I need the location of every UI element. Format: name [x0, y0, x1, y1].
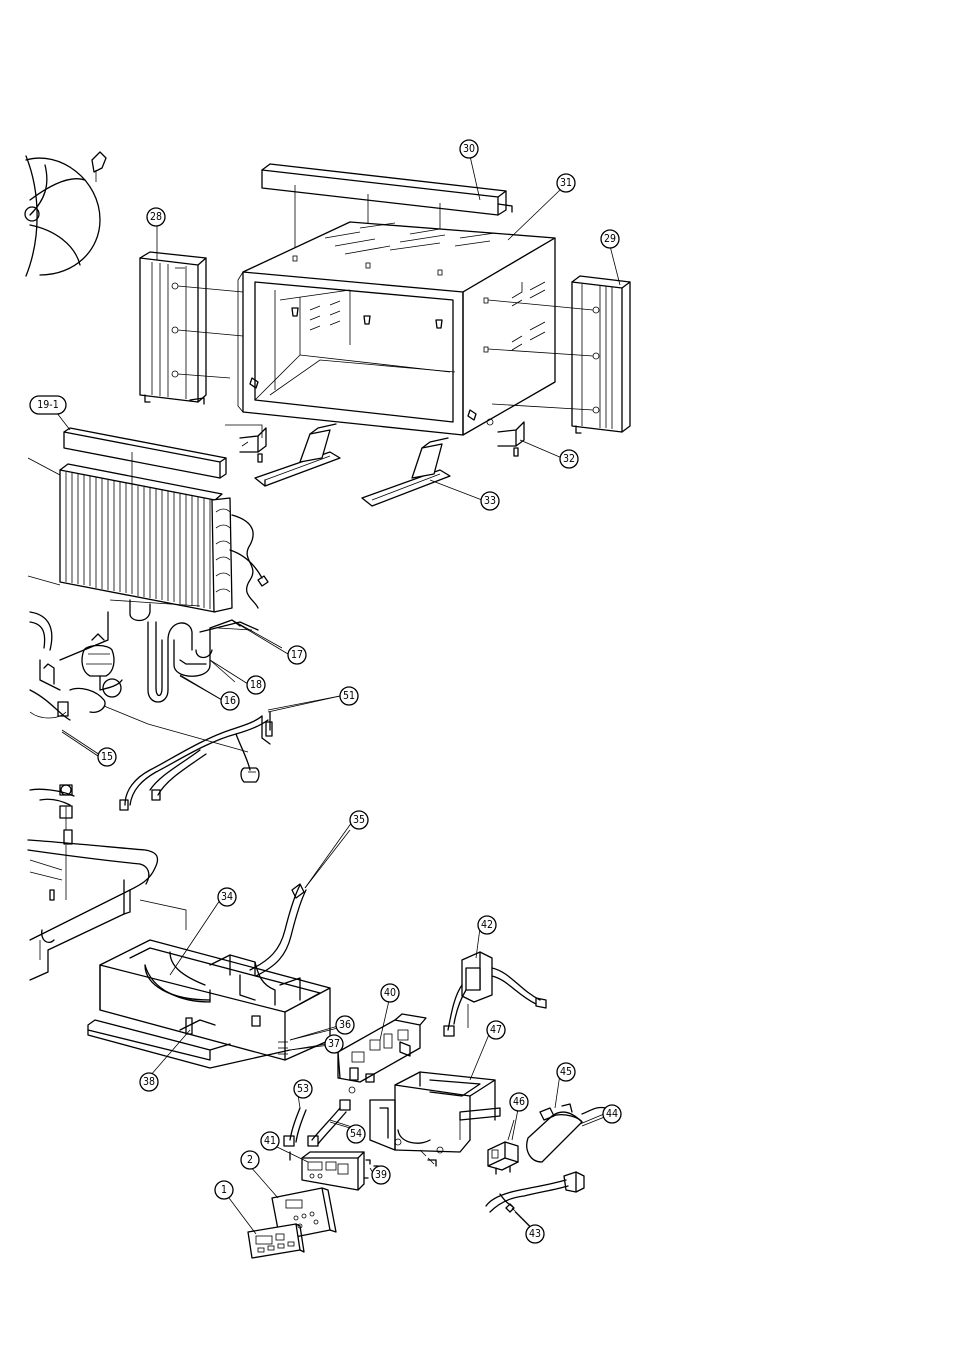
display-board	[301, 1151, 379, 1191]
callout-40: 40	[380, 983, 400, 1003]
callout-label-44: 44	[606, 1108, 618, 1120]
callout-label-53: 53	[297, 1083, 309, 1095]
callout-32: 32	[559, 449, 579, 469]
harness-54	[307, 1099, 356, 1147]
callout-36: 36	[335, 1015, 355, 1035]
callout-label-47: 47	[490, 1024, 502, 1036]
callout-label-16: 16	[224, 695, 236, 707]
callout-54: 54	[346, 1124, 366, 1144]
left-side-panel	[139, 251, 244, 405]
callout-label-36: 36	[339, 1019, 351, 1031]
bracket-right	[497, 421, 525, 457]
callout-31: 31	[556, 173, 576, 193]
callout-34: 34	[217, 887, 237, 907]
front-keypad	[247, 1223, 305, 1259]
callout-label-45: 45	[560, 1066, 572, 1078]
callout-39: 39	[371, 1165, 391, 1185]
callout-47: 47	[486, 1020, 506, 1040]
callout-label-15: 15	[101, 751, 113, 763]
callout-18: 18	[246, 675, 266, 695]
callout-46: 46	[509, 1092, 529, 1112]
callout-label-35: 35	[353, 814, 365, 826]
wiring-harness	[119, 695, 341, 811]
callout-label-51: 51	[343, 690, 355, 702]
base-rail-right	[361, 437, 451, 507]
harness-53	[283, 1107, 307, 1161]
sensor-wire	[249, 829, 351, 977]
callout-label-17: 17	[291, 649, 303, 661]
callout-label-54: 54	[350, 1128, 362, 1140]
callout-label-46: 46	[513, 1096, 525, 1108]
capacitor	[526, 1103, 613, 1163]
condenser-coil	[27, 457, 269, 613]
callout-28: 28	[146, 207, 166, 227]
callout-label-34: 34	[221, 891, 233, 903]
callout-53: 53	[293, 1079, 313, 1099]
callout-15: 15	[97, 747, 117, 767]
callout-label-32: 32	[563, 453, 575, 465]
top-rail	[261, 163, 513, 272]
callout-label-43: 43	[529, 1228, 541, 1240]
callout-1: 1	[214, 1180, 234, 1200]
callout-label-40: 40	[384, 987, 396, 999]
callout-42: 42	[477, 915, 497, 935]
callout-label-2: 2	[247, 1154, 253, 1166]
callout-label-33: 33	[484, 495, 496, 507]
callout-label-37: 37	[328, 1038, 340, 1050]
callout-label-39: 39	[375, 1169, 387, 1181]
callout-label-29: 29	[604, 233, 616, 245]
leader-lines	[49, 155, 621, 1235]
callout-label-31: 31	[560, 177, 572, 189]
callout-label-18: 18	[250, 679, 262, 691]
callout-43: 43	[525, 1224, 545, 1244]
control-box	[278, 951, 547, 1167]
right-side-panel	[487, 275, 631, 434]
callout-41: 41	[260, 1131, 280, 1151]
refrigerant-piping	[59, 599, 283, 703]
callout-label-19-1: 19-1	[37, 399, 58, 411]
fan-blade	[24, 151, 107, 277]
callout-35: 35	[349, 810, 369, 830]
callout-label-42: 42	[481, 919, 493, 931]
compressor	[29, 611, 249, 756]
cabinet	[237, 221, 556, 436]
callout-37: 37	[324, 1034, 344, 1054]
callout-44: 44	[602, 1104, 622, 1124]
fan-shroud	[87, 939, 331, 1069]
condenser-top-cover	[63, 427, 227, 486]
callout-label-38: 38	[143, 1076, 155, 1088]
callout-19-1: 19-1	[29, 395, 67, 415]
base-pan	[27, 784, 187, 981]
callout-label-41: 41	[264, 1135, 276, 1147]
callout-33: 33	[480, 491, 500, 511]
callout-29: 29	[600, 229, 620, 249]
callout-38: 38	[139, 1072, 159, 1092]
callout-51: 51	[339, 686, 359, 706]
callout-16: 16	[220, 691, 240, 711]
power-cord	[485, 1171, 585, 1227]
relay	[487, 1119, 519, 1175]
callout-2: 2	[240, 1150, 260, 1170]
callout-label-30: 30	[463, 143, 475, 155]
callout-30: 30	[459, 139, 479, 159]
base-rail-left	[254, 423, 341, 487]
bracket-left	[225, 424, 267, 463]
callout-45: 45	[556, 1062, 576, 1082]
callout-label-1: 1	[221, 1184, 227, 1196]
callout-17: 17	[287, 645, 307, 665]
callout-label-28: 28	[150, 211, 162, 223]
